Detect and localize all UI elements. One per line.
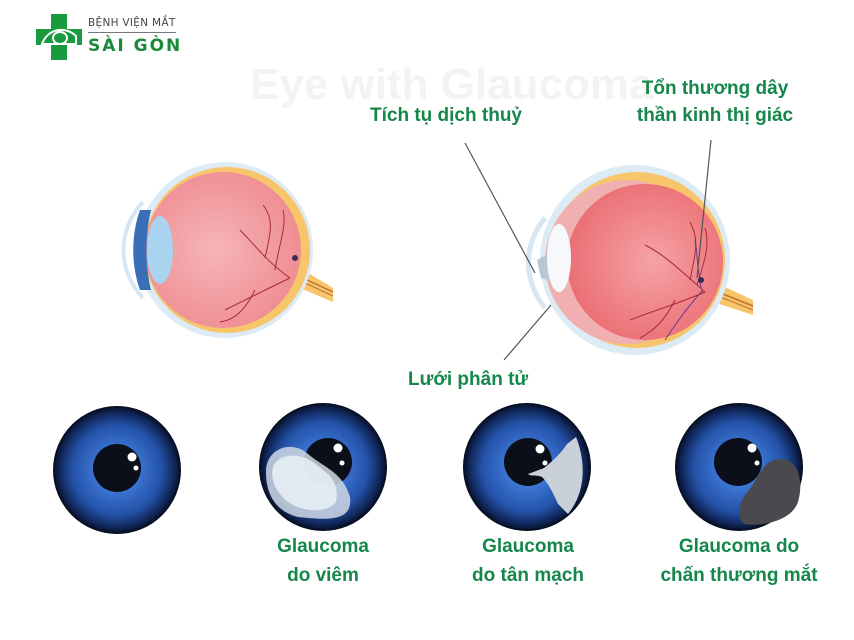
glaucoma-eye-cross-section <box>526 165 754 355</box>
label-trabecular-meshwork: Lưới phân tử <box>408 369 529 390</box>
label-neovascular-line1: Glaucoma <box>482 536 574 557</box>
label-inflammatory-line2: do viêm <box>287 565 359 586</box>
label-optic-nerve-damage-line1: Tổn thương dây <box>641 78 789 99</box>
logo-line2: SÀI GÒN <box>88 36 183 56</box>
label-optic-nerve-damage-line2: thần kinh thị giác <box>636 105 794 126</box>
iris-inflammatory-glaucoma <box>259 403 387 531</box>
iris-normal <box>53 406 181 534</box>
iris-traumatic-glaucoma <box>675 403 803 531</box>
label-traumatic-line1: Glaucoma do <box>678 536 800 557</box>
logo-line1: BỆNH VIỆN MẮT <box>88 17 176 29</box>
label-inflammatory-line1: Glaucoma <box>277 536 369 557</box>
label-aqueous-buildup: Tích tụ dịch thuỷ <box>370 105 522 126</box>
background-watermark: Eye with Glaucoma <box>250 60 654 109</box>
label-traumatic-line2: chấn thương mắt <box>660 565 818 586</box>
logo-divider <box>88 32 176 33</box>
hospital-logo[interactable]: BỆNH VIỆN MẮT SÀI GÒN <box>36 14 186 64</box>
normal-eye-cross-section <box>121 162 334 338</box>
green-cross-eye-icon <box>36 14 82 60</box>
label-neovascular-line2: do tân mạch <box>472 565 584 586</box>
iris-neovascular-glaucoma <box>463 403 591 531</box>
